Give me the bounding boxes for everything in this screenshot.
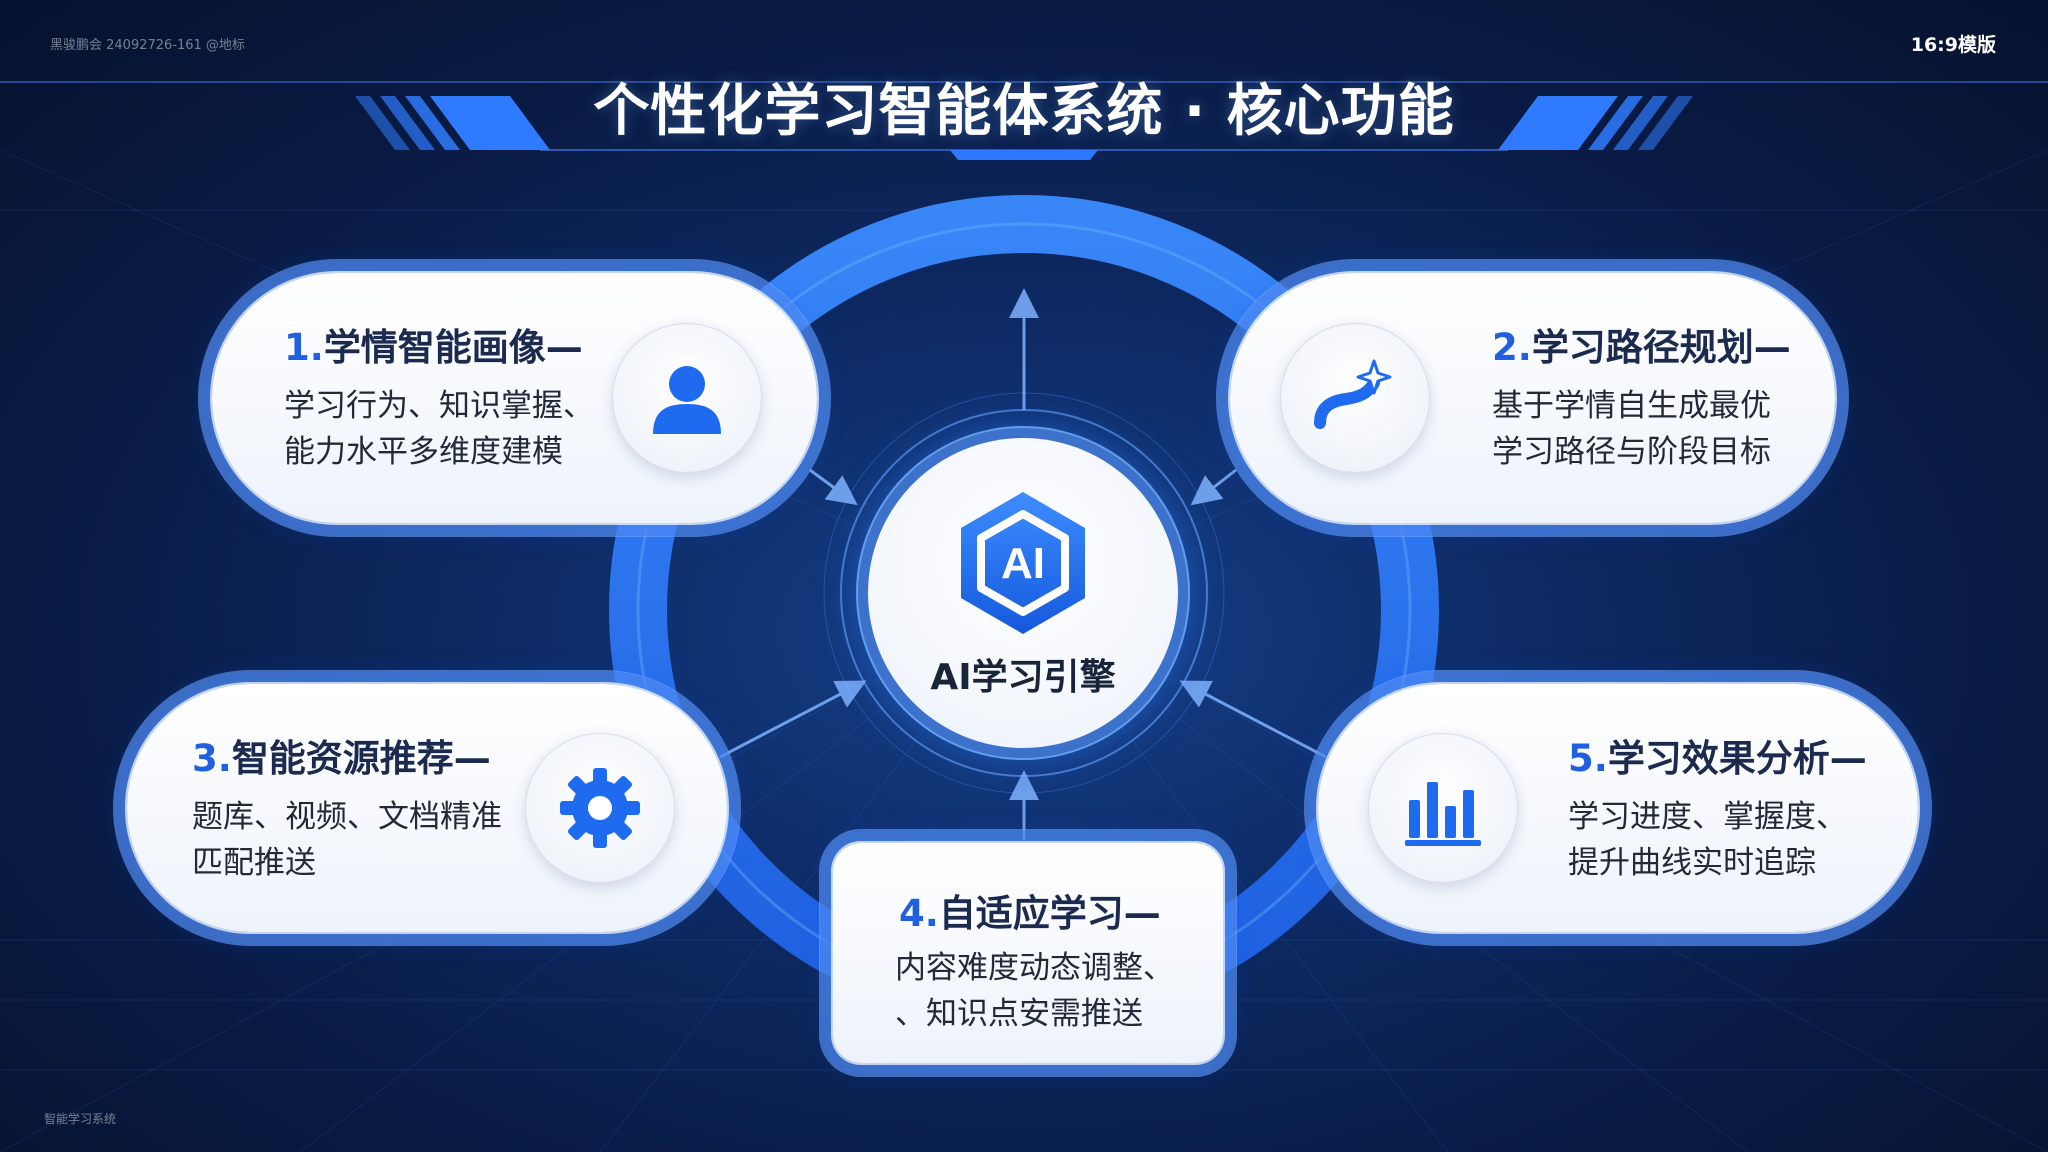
- feature-card-2: 2.学习路径规划— 基于学情自生成最优学习路径与阶段目标: [1230, 273, 1835, 523]
- feature-title-4: 4.自适应学习—: [899, 892, 1161, 935]
- bottom-left-caption: 智能学习系统: [44, 1112, 117, 1126]
- feature-card-5: 5.学习效果分析— 学习进度、掌握度、提升曲线实时追踪: [1318, 684, 1918, 932]
- feature-card-1: 1.学情智能画像— 学习行为、知识掌握、能力水平多维度建模: [212, 273, 817, 523]
- gear-icon: [525, 733, 675, 883]
- feature-title-2: 2.学习路径规划—: [1492, 326, 1791, 369]
- feature-desc-5: 学习进度、掌握度、提升曲线实时追踪: [1568, 799, 1847, 881]
- arrow-card-5: [1179, 680, 1327, 759]
- top-left-caption: 黑骏鹏会 24092726-161 @地标: [50, 38, 245, 53]
- title-right-stripes: [1498, 96, 1693, 150]
- ai-engine-label: AI学习引擎: [930, 657, 1116, 698]
- title-left-stripes: [355, 96, 550, 150]
- ai-icon-text: AI: [1001, 539, 1045, 588]
- user-icon: [612, 323, 762, 473]
- path-sparkle-icon: [1280, 323, 1430, 473]
- arrow-card-2: [1190, 468, 1237, 506]
- aspect-ratio-label: 16:9模版: [1910, 34, 1996, 56]
- arrow-card-1: [809, 468, 858, 506]
- feature-card-4: 4.自适应学习— 内容难度动态调整、、知识点安需推送: [833, 843, 1223, 1063]
- feature-title-3: 3.智能资源推荐—: [192, 737, 491, 780]
- feature-desc-3: 题库、视频、文档精准匹配推送: [192, 799, 502, 881]
- arrow-card-3: [719, 680, 867, 759]
- ai-engine-hub: AI AI学习引擎: [868, 438, 1178, 748]
- bar-chart-icon: [1368, 733, 1518, 883]
- page-title: 个性化学习智能体系统 · 核心功能: [593, 79, 1455, 144]
- feature-title-5: 5.学习效果分析—: [1568, 737, 1867, 780]
- feature-desc-4: 内容难度动态调整、、知识点安需推送: [895, 950, 1174, 1032]
- ai-hexagon-icon: AI: [961, 492, 1085, 634]
- feature-desc-1: 学习行为、知识掌握、能力水平多维度建模: [284, 388, 594, 470]
- feature-desc-2: 基于学情自生成最优学习路径与阶段目标: [1492, 388, 1771, 470]
- feature-title-1: 1.学情智能画像—: [284, 326, 583, 369]
- feature-card-3: 3.智能资源推荐— 题库、视频、文档精准匹配推送: [127, 684, 727, 932]
